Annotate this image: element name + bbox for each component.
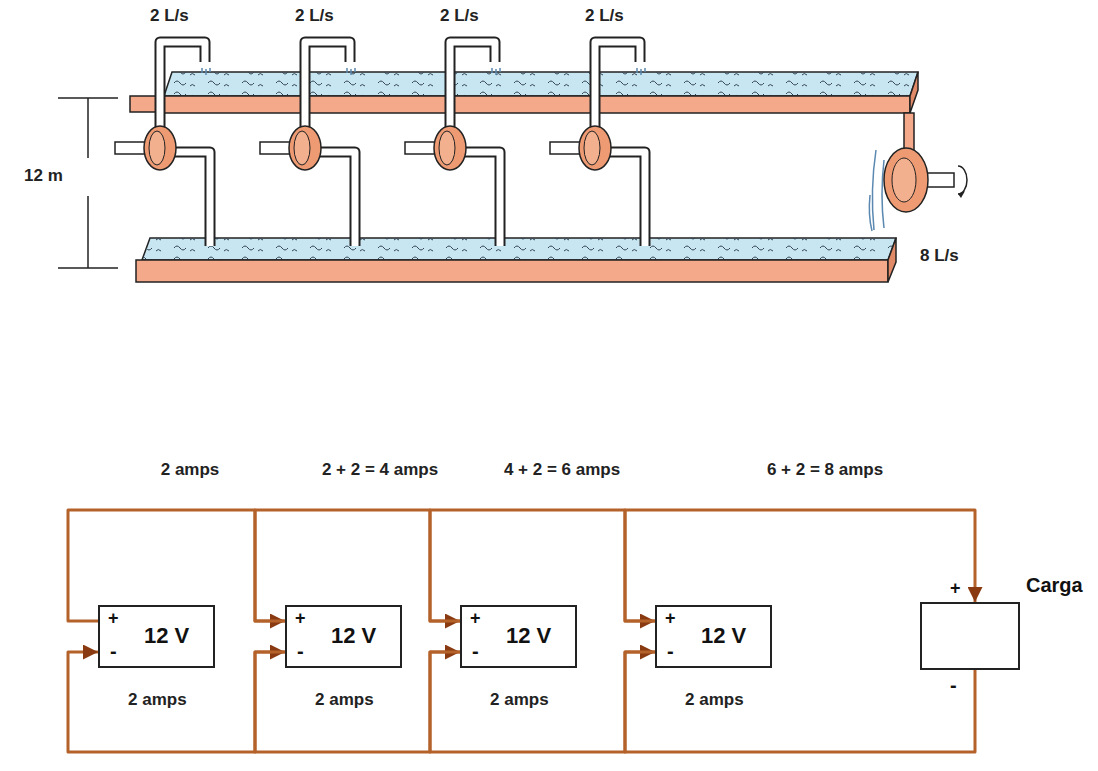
voltage-label: 12 V (331, 623, 376, 648)
load-label: Carga (1026, 574, 1083, 597)
current-label: 2 amps (158, 460, 223, 480)
battery-box: +12 V - (655, 605, 772, 668)
battery-box: +12 V - (98, 605, 215, 668)
flow-rate: 2 L/s (150, 6, 189, 26)
turbine (869, 148, 967, 231)
terminal-sign: + (295, 608, 306, 629)
terminal-sign: - (110, 640, 117, 663)
current-label: 6 + 2 = 8 amps (764, 460, 886, 480)
pump (550, 42, 645, 246)
voltage-label: 12 V (701, 623, 746, 648)
terminal-sign: - (297, 640, 304, 663)
current-label: 2 amps (685, 690, 744, 710)
pump (260, 42, 355, 246)
battery-box: +12 V - (285, 605, 402, 668)
current-label: 2 amps (128, 690, 187, 710)
terminal-sign: - (667, 640, 674, 663)
upper-trough (130, 72, 918, 155)
terminal-sign: - (950, 674, 957, 697)
flow-rate: 2 L/s (585, 6, 624, 26)
pump (115, 42, 210, 246)
battery-box: +12 V - (460, 605, 577, 668)
terminal-sign: + (470, 608, 481, 629)
voltage-label: 12 V (506, 623, 551, 648)
terminal-sign: - (472, 640, 479, 663)
terminal-sign: + (108, 608, 119, 629)
terminal-sign: + (950, 578, 961, 599)
current-label: 2 + 2 = 4 amps (319, 460, 441, 480)
height-dimension (58, 98, 118, 268)
flow-rate: 8 L/s (920, 246, 959, 266)
current-label: 2 amps (490, 690, 549, 710)
current-label: 4 + 2 = 6 amps (501, 460, 623, 480)
pump (405, 42, 500, 246)
lower-trough (136, 238, 896, 282)
flow-rate: 2 L/s (295, 6, 334, 26)
terminal-sign: + (665, 608, 676, 629)
load-box: Carga+- (920, 602, 1020, 670)
current-label: 2 amps (315, 690, 374, 710)
flow-rate: 2 L/s (440, 6, 479, 26)
dimension-label: 12 m (24, 166, 63, 186)
voltage-label: 12 V (144, 623, 189, 648)
